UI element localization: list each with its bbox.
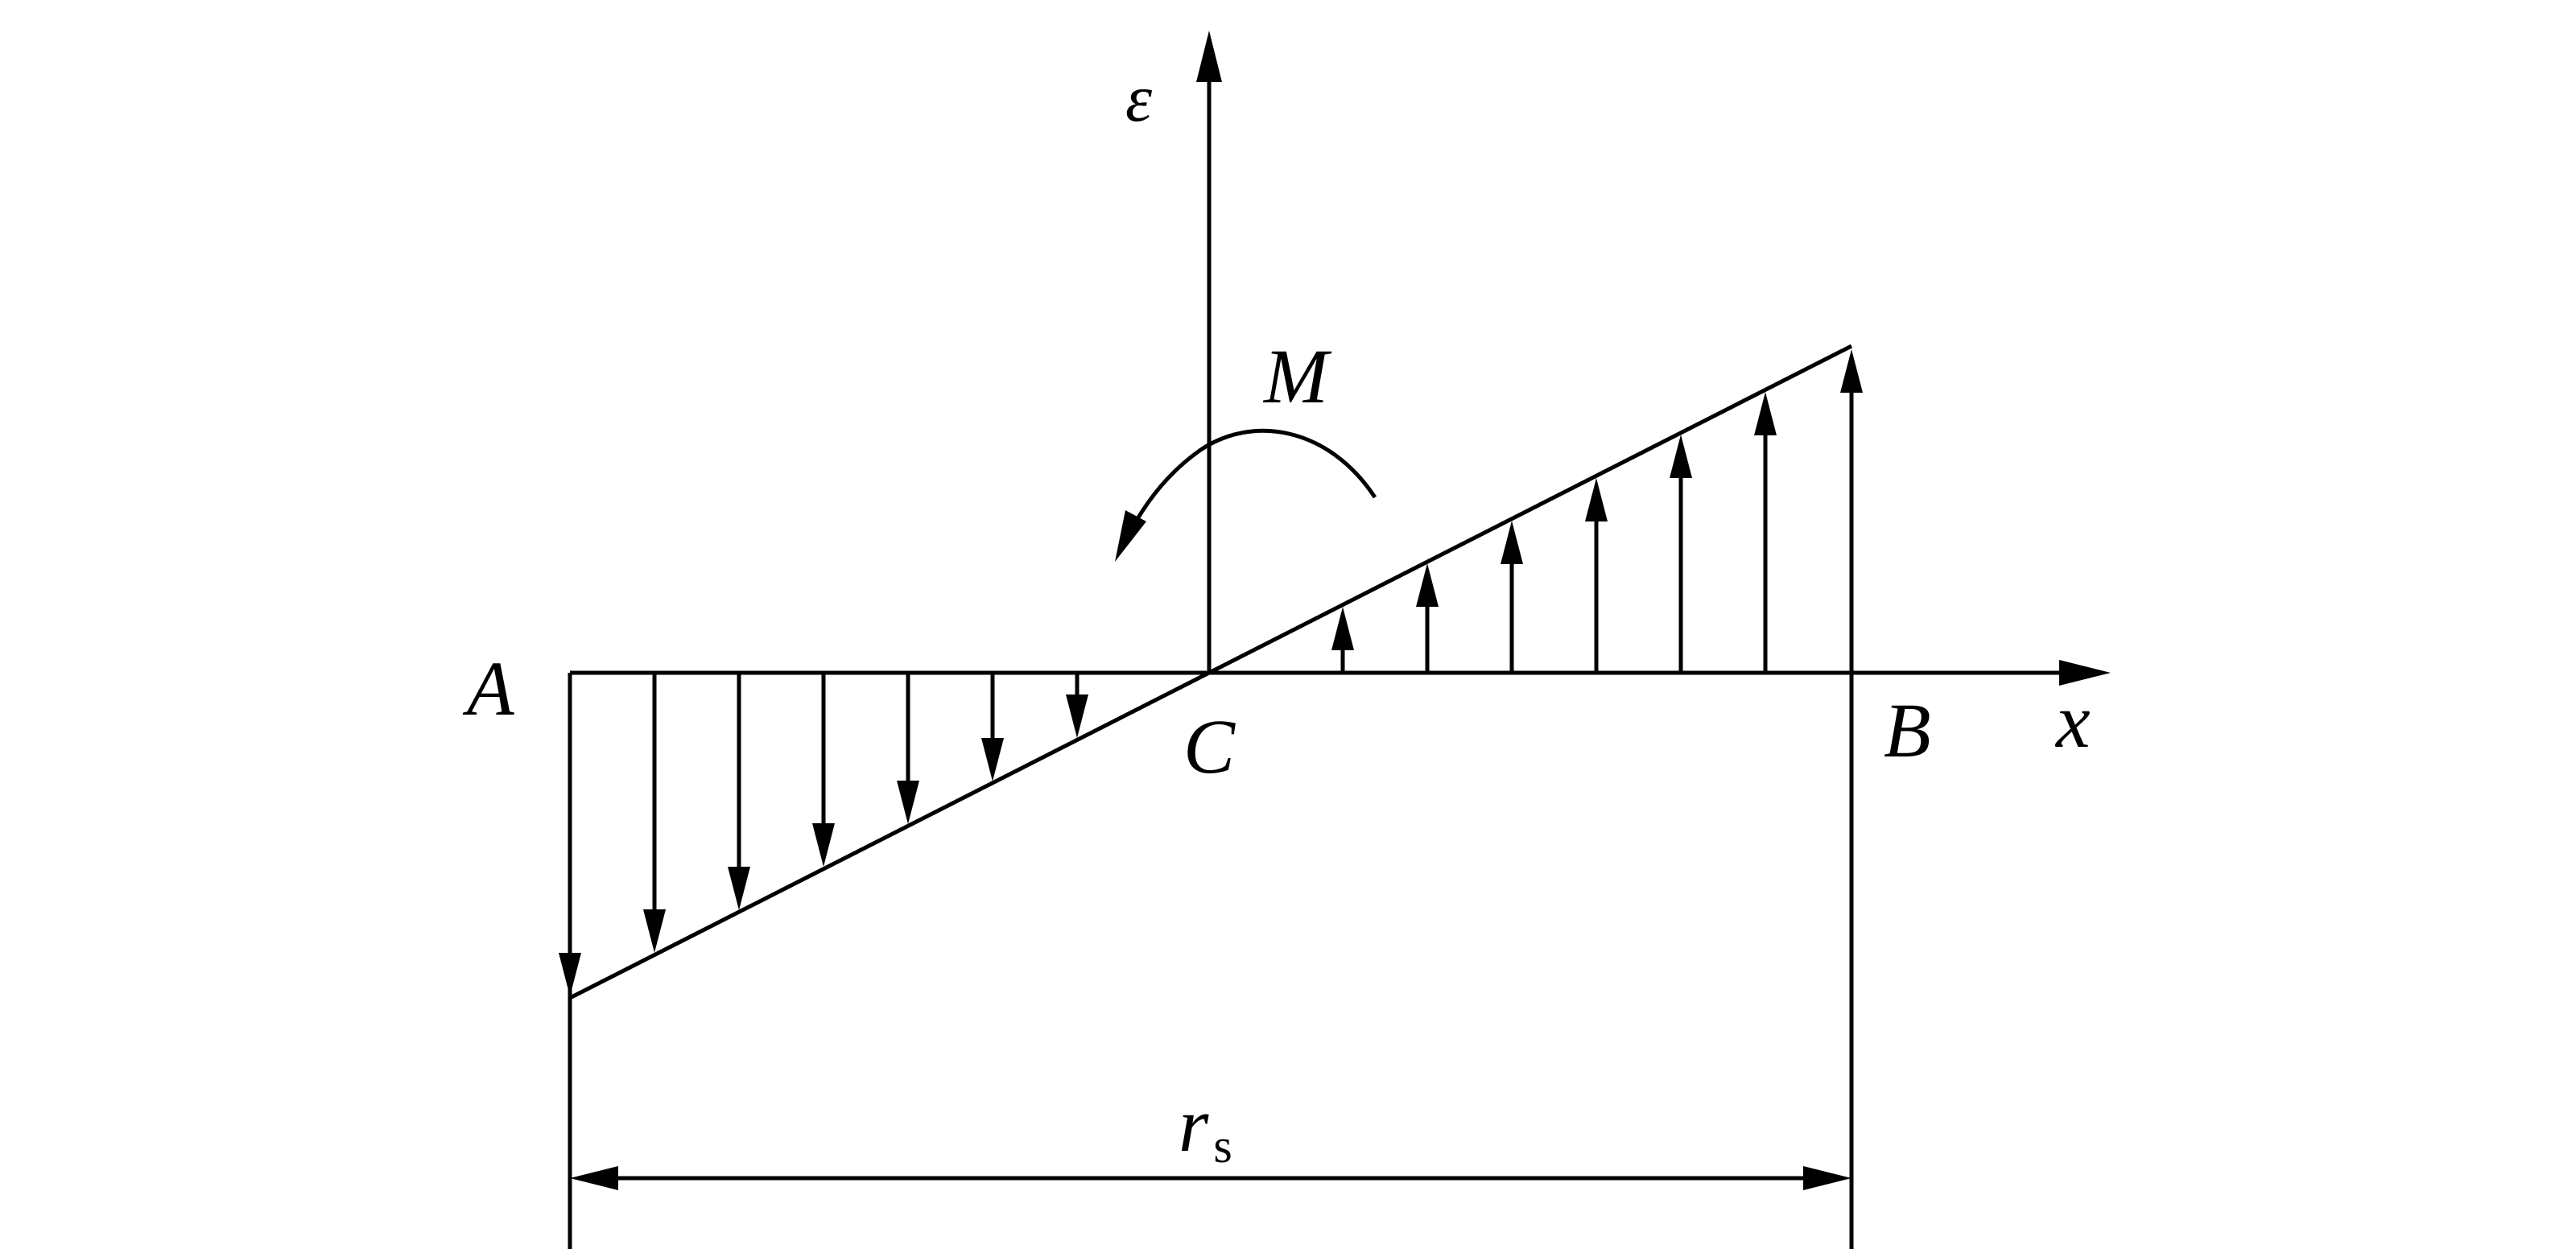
point-b-label: B (1884, 687, 1931, 773)
moment-label: M (1262, 333, 1332, 419)
strain-arrowhead (728, 867, 750, 910)
strain-arrowhead (1754, 392, 1777, 435)
span-label-subscript: s (1213, 1119, 1232, 1173)
span-arrowhead-right (1803, 1166, 1852, 1190)
moment-arc (1133, 428, 1377, 525)
strain-arrowhead (1585, 478, 1608, 521)
span-label-main: r (1179, 1082, 1209, 1168)
point-a-label: A (462, 645, 514, 732)
tension-arrows (1331, 349, 1863, 673)
strain-arrowhead (897, 781, 919, 824)
strain-arrowhead (1501, 521, 1523, 564)
strain-arrowhead (559, 953, 581, 996)
point-c-label: C (1183, 703, 1236, 789)
strain-arrowhead (1416, 563, 1439, 607)
strain-arrowhead (1670, 435, 1692, 478)
strain-arrowhead (981, 738, 1004, 781)
strain-arrowhead (1331, 607, 1354, 650)
strain-arrowhead (812, 823, 835, 867)
span-arrowhead-left (570, 1166, 618, 1190)
epsilon-axis-arrowhead (1196, 31, 1222, 82)
x-axis-arrowhead (2059, 660, 2111, 686)
strain-arrowhead (1840, 349, 1863, 393)
moment-arrowhead (1115, 510, 1146, 562)
strain-distribution-line (568, 344, 1853, 1000)
x-axis-label: x (2054, 678, 2091, 764)
strain-arrowhead (643, 909, 666, 953)
strain-arrowhead (1066, 695, 1088, 738)
epsilon-axis-label: ε (1125, 61, 1153, 136)
compression-arrows (559, 673, 1088, 996)
